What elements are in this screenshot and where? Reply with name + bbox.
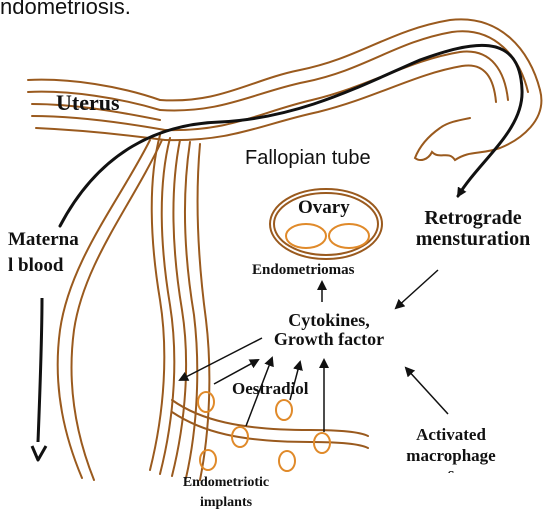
- label-retrograde-line1: Retrograde: [398, 208, 548, 229]
- label-cytokines-growth-factor: Cytokines, Growth factor: [254, 311, 404, 349]
- label-retrograde-line2: mensturation: [398, 229, 548, 250]
- label-activated-line2: macrophage: [386, 447, 516, 465]
- label-endometriomas: Endometriomas: [252, 263, 355, 279]
- label-ovary: Ovary: [298, 198, 350, 218]
- arrow-macrophage-to-cytokines: [406, 368, 448, 414]
- label-implants-line2: implants: [166, 496, 286, 511]
- implant-5: [200, 450, 216, 470]
- label-maternal-line1: Materna: [8, 230, 79, 250]
- arrow-cytokines-to-left: [180, 338, 262, 380]
- implant-1: [198, 392, 214, 412]
- label-cytokines-line1: Cytokines,: [254, 311, 404, 330]
- arrow-retrograde-to-cytokines: [396, 270, 438, 308]
- label-maternal-line2: l blood: [8, 256, 79, 276]
- label-activated-macrophages: Activated macrophage s: [386, 426, 516, 473]
- label-endometriotic-implants: Endometriotic implants: [166, 476, 286, 510]
- label-cytokines-line2: Growth factor: [254, 330, 404, 349]
- endometrioma-cyst-right: [329, 224, 369, 248]
- implant-2: [276, 400, 292, 420]
- label-uterus: Uterus: [56, 91, 120, 114]
- label-maternal-blood: Materna l blood: [8, 230, 79, 276]
- label-activated-line1: Activated: [386, 426, 516, 444]
- label-retrograde-mensturation: Retrograde mensturation: [398, 208, 548, 250]
- label-activated-line3: s: [386, 465, 516, 473]
- endometrioma-cyst-left: [286, 224, 326, 248]
- label-implants-line1: Endometriotic: [166, 476, 286, 491]
- maternal-blood-arrowhead: [32, 446, 46, 460]
- endometrioma-cysts: [286, 224, 369, 248]
- implant-6: [279, 451, 295, 471]
- label-fallopian-tube: Fallopian tube: [245, 148, 371, 169]
- maternal-blood-arrow: [38, 298, 42, 442]
- label-oestradiol: Oestradiol: [232, 380, 309, 398]
